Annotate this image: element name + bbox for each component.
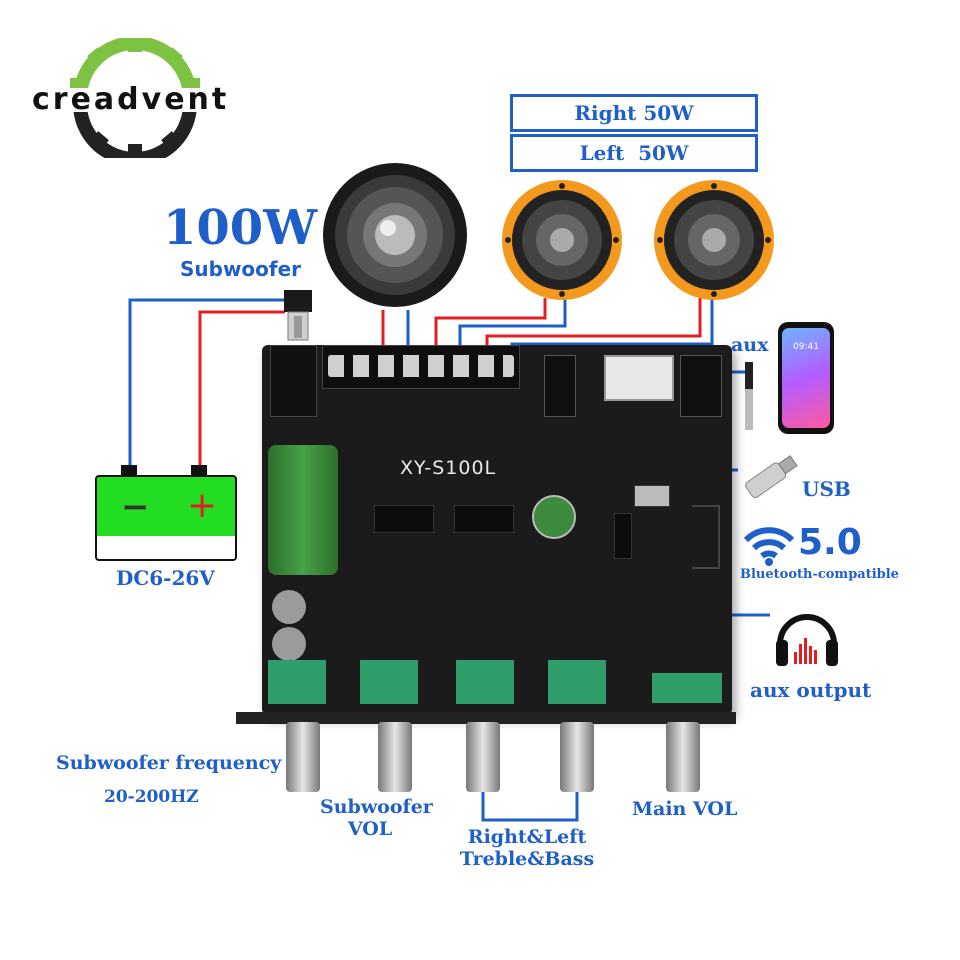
subwoofer-speaker-icon (323, 163, 467, 307)
knob-main-vol[interactable] (666, 722, 700, 792)
dc-jack (270, 345, 317, 417)
headphones-icon (776, 614, 838, 666)
bluetooth-label: Bluetooth-compatible (740, 567, 899, 582)
aux-cable-icon (745, 362, 753, 430)
phone-time: 09:41 (793, 342, 819, 352)
amplifier-board: XY-S100L (262, 345, 732, 715)
knob-subwoofer-vol[interactable] (378, 722, 412, 792)
main-vol-label: Main VOL (632, 798, 738, 820)
battery-terminal-negative (121, 465, 137, 475)
pot-housing-1 (268, 660, 326, 704)
front-panel (236, 712, 736, 724)
sub-vol-line1: Subwoofer (320, 796, 433, 818)
right-channel-spec: Right 50W (510, 94, 758, 132)
wifi-signal-icon (743, 527, 795, 566)
sub-freq-range: 20-200HZ (104, 787, 199, 807)
sub-freq-label: Subwoofer frequency (56, 752, 282, 774)
pot-housing-5 (652, 673, 722, 703)
treble-bass-bracket (481, 780, 579, 822)
phone-icon: 09:41 (778, 322, 834, 434)
bluetooth-version: 5.0 (798, 522, 862, 563)
subwoofer-label: Subwoofer (180, 257, 302, 281)
chip-3 (614, 513, 632, 559)
treble-bass-line2: Treble&Bass (459, 848, 595, 870)
large-capacitor (268, 445, 338, 575)
knob-subwoofer-frequency[interactable] (286, 722, 320, 792)
crystal (634, 485, 670, 507)
gear-icon (30, 38, 240, 158)
battery-minus: − (121, 487, 150, 527)
green-capacitor (532, 495, 576, 539)
usb-drive-icon (745, 455, 798, 499)
aux-in-label: aux (731, 334, 769, 356)
treble-bass-line1: Right&Left (467, 826, 587, 848)
bt-antenna (692, 505, 720, 569)
subwoofer-power: 100W (163, 200, 318, 256)
small-capacitor-1 (272, 590, 306, 624)
pot-housing-2 (360, 660, 418, 704)
knob-treble[interactable] (466, 722, 500, 792)
chip-2 (454, 505, 514, 533)
left-speaker-icon (502, 180, 622, 300)
battery-plus: + (187, 485, 218, 526)
wire-left-red (434, 298, 547, 360)
wire-negative (128, 298, 295, 465)
small-capacitor-2 (272, 627, 306, 661)
battery: − + (95, 465, 237, 561)
dc-plug-icon (284, 290, 312, 341)
brand-logo: creadvent (30, 38, 240, 158)
pot-housing-3 (456, 660, 514, 704)
aux-in-port (680, 355, 722, 417)
usb-label: USB (802, 477, 851, 501)
phone-screen (782, 328, 830, 428)
battery-body (95, 475, 237, 561)
wire-left-blue (458, 298, 567, 360)
knob-bass[interactable] (560, 722, 594, 792)
pot-housing-4 (548, 660, 606, 704)
left-channel-spec: Left 50W (510, 134, 758, 172)
chip-1 (374, 505, 434, 533)
terminal-screws (328, 355, 514, 377)
battery-terminal-positive (191, 465, 207, 475)
aux-out-port (544, 355, 576, 417)
usb-port (604, 355, 674, 401)
sub-vol-label: Subwoofer VOL (320, 796, 433, 840)
right-speaker-icon (654, 180, 774, 300)
board-model: XY-S100L (400, 457, 497, 479)
sub-vol-line2: VOL (347, 818, 393, 840)
treble-bass-label: Right&Left Treble&Bass (456, 826, 598, 870)
voltage-label: DC6-26V (116, 566, 215, 590)
wire-positive (198, 310, 285, 465)
logo-text: creadvent (32, 82, 230, 117)
aux-output-label: aux output (750, 678, 872, 702)
